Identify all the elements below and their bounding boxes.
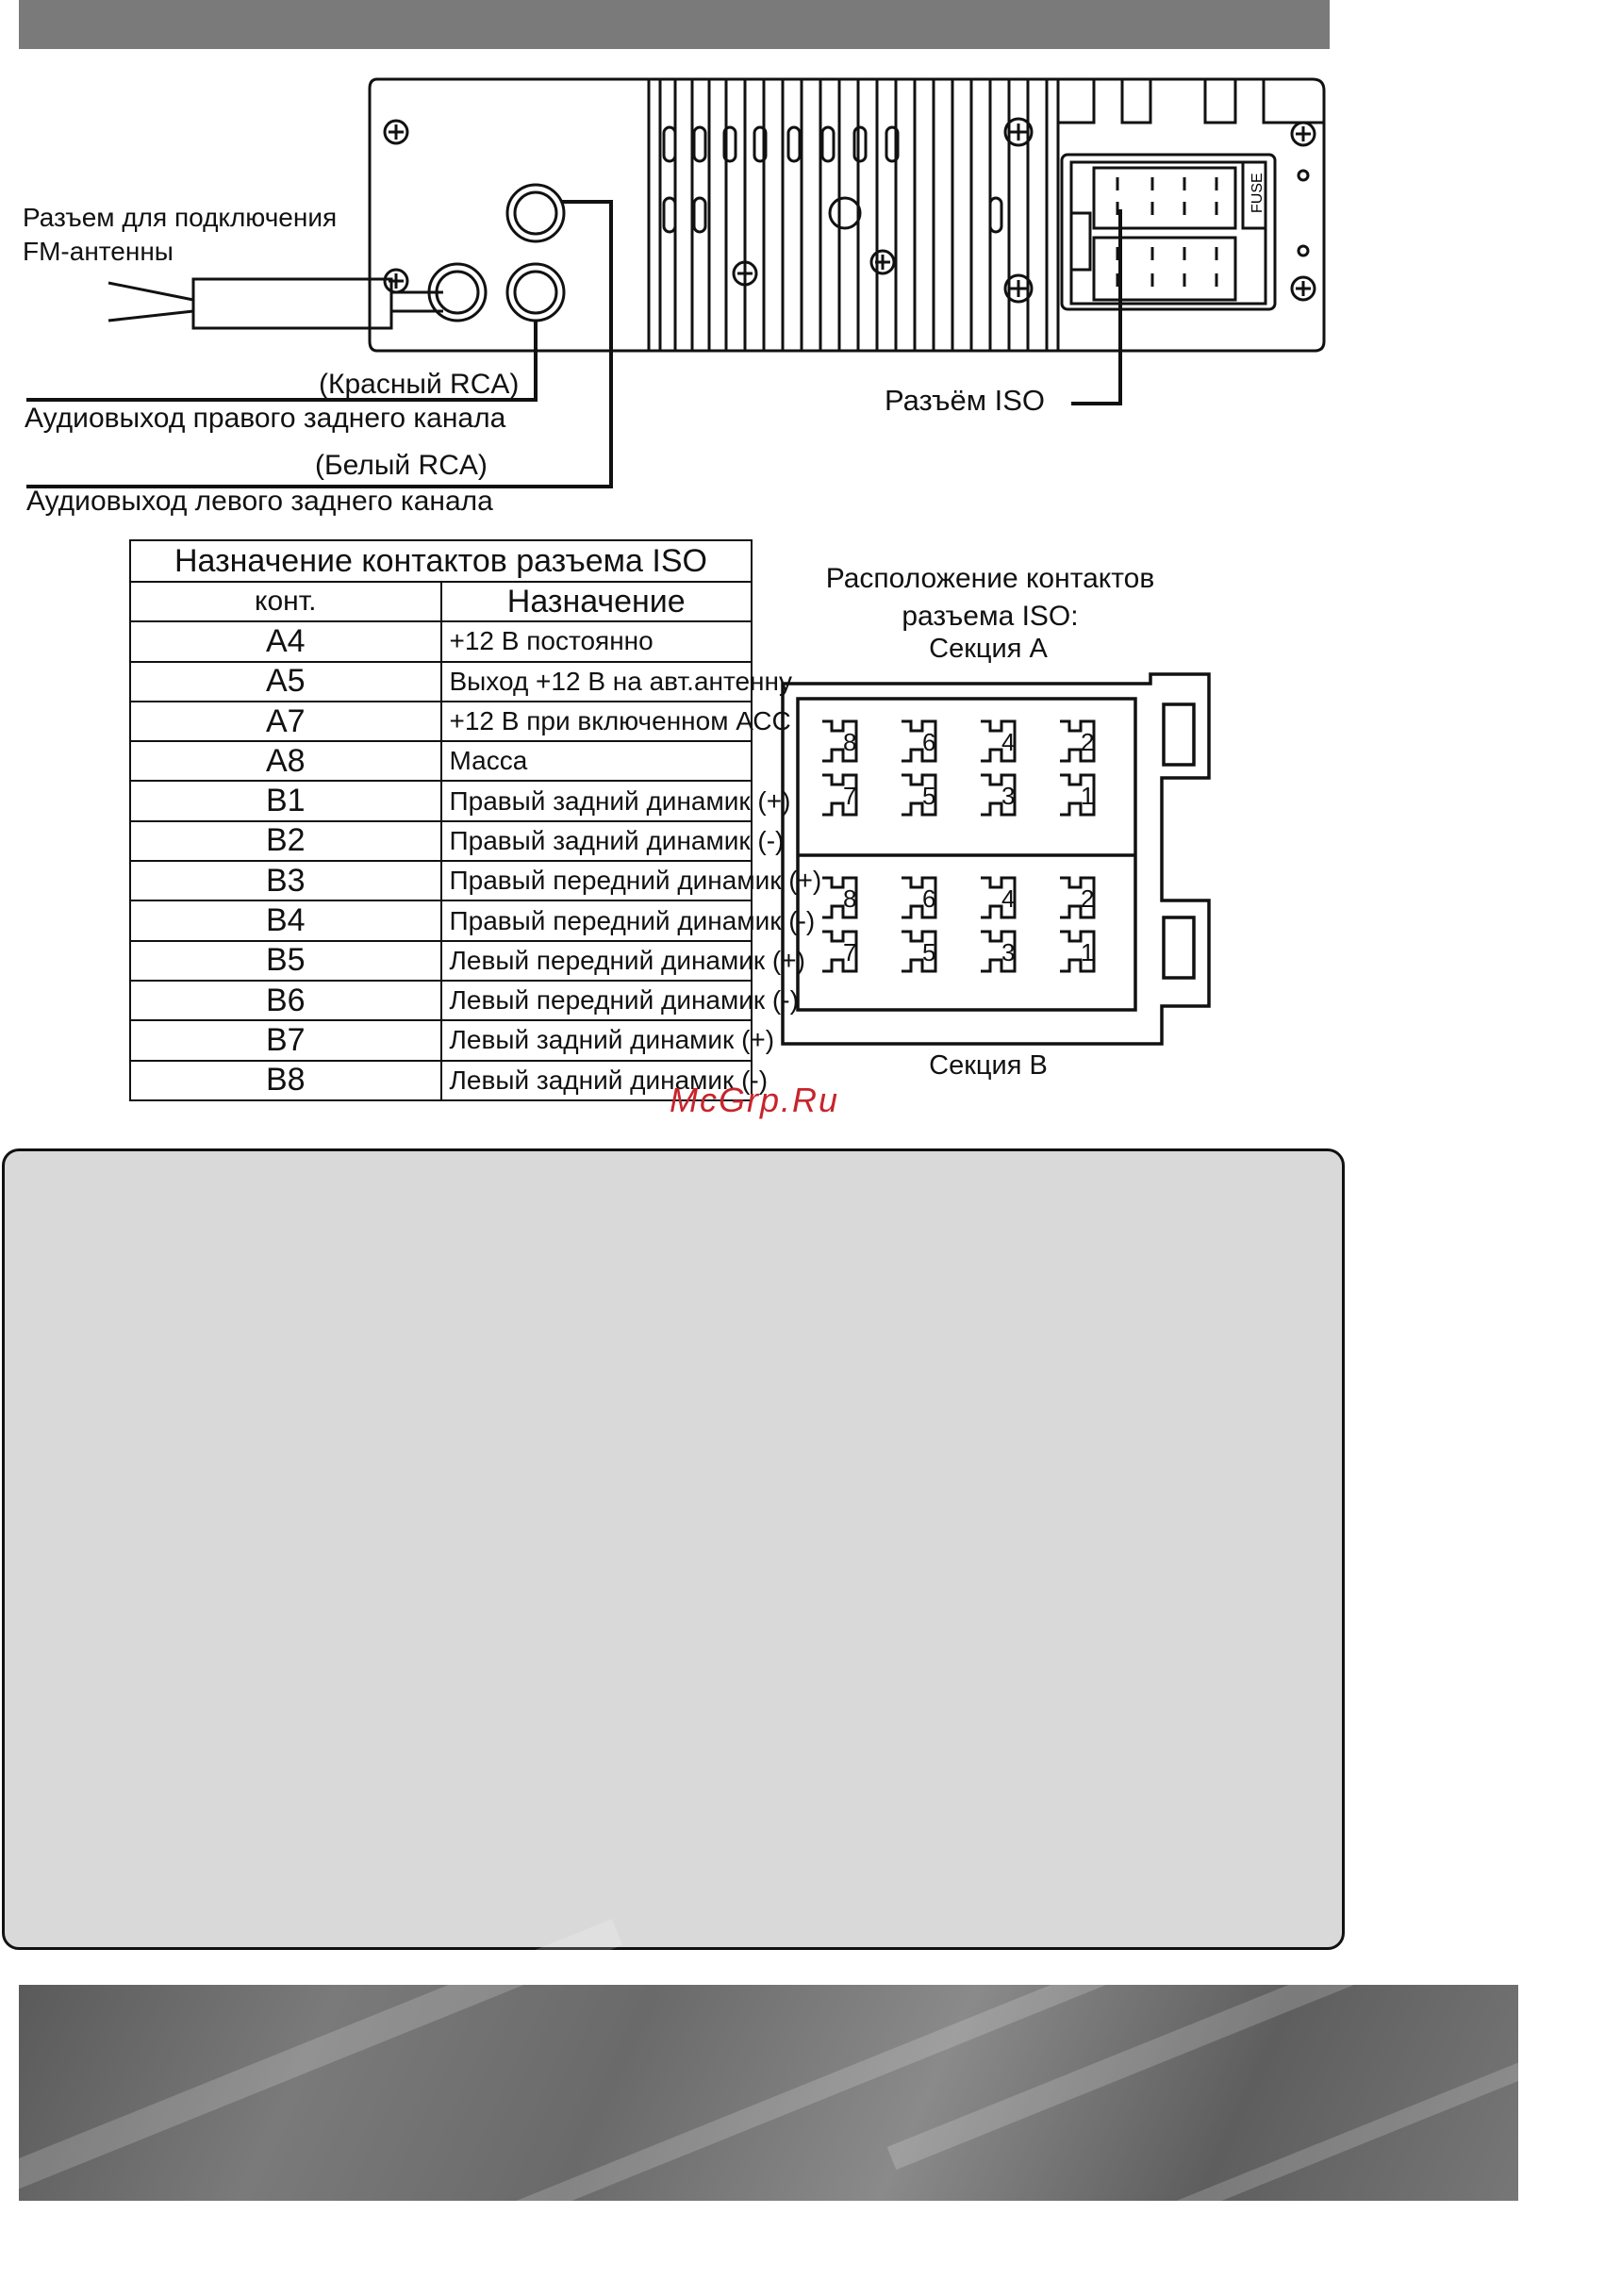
- iso-pin-number: 8: [843, 728, 856, 756]
- table-caption: Назначение контактов разъема ISO: [129, 539, 753, 583]
- iso-pin: 5: [902, 773, 937, 817]
- iso-pin-number: 6: [922, 728, 935, 756]
- iso-pin: 6: [902, 719, 937, 763]
- function-cell: Масса: [439, 740, 753, 783]
- function-cell: Левый передний динамик (-): [439, 979, 799, 1022]
- pin-cell: B8: [129, 1059, 442, 1101]
- iso-connector-label: Разъём ISO: [885, 384, 1046, 417]
- iso-pin-number: 7: [843, 782, 856, 810]
- decorative-photo-strip: [0, 1899, 1605, 2296]
- function-cell: +12 В при включенном АСС: [439, 700, 791, 743]
- iso-layout-title: Расположение контактов разъема ISO:: [792, 560, 1188, 636]
- table-row: A4+12 В постоянно: [129, 620, 753, 663]
- table-row: A7+12 В при включенном АСС: [129, 700, 791, 743]
- iso-pin: 8: [822, 719, 858, 763]
- iso-pin-number: 3: [1001, 938, 1015, 966]
- section-b-label: Секция В: [929, 1050, 1048, 1081]
- content-panel: [2, 1148, 1345, 1950]
- iso-pin: 3: [981, 773, 1017, 817]
- col-header-function: Назначение: [439, 580, 753, 623]
- iso-layout-title-line1: Расположение контактов: [825, 563, 1155, 594]
- pin-cell: B2: [129, 819, 442, 863]
- watermark: McGrp.Ru: [670, 1081, 840, 1119]
- iso-pin: 4: [981, 719, 1017, 763]
- iso-pin-number: 7: [843, 938, 856, 966]
- iso-layout-title-line2: разъема ISO:: [902, 601, 1079, 632]
- iso-pin-number: 3: [1001, 782, 1015, 810]
- iso-pin-number: 5: [922, 782, 935, 810]
- right-rear-out-label: Аудиовыход правого заднего канала: [25, 403, 506, 434]
- function-cell: Выход +12 В на авт.антенну: [439, 660, 792, 702]
- white-rca-label: (Белый RCA): [315, 450, 488, 481]
- iso-pin: 2: [1060, 876, 1096, 919]
- iso-pin: 5: [902, 930, 937, 973]
- iso-pin: 4: [981, 876, 1017, 919]
- pin-cell: B5: [129, 939, 442, 982]
- iso-pin-layout-diagram: 8 6 4 2 7 5 3 1 8 6 4 2 7 5 3 1: [781, 672, 1211, 1046]
- function-cell: Левый задний динамик (+): [439, 1019, 774, 1062]
- header-bar: [19, 0, 1330, 49]
- iso-pin: 1: [1060, 930, 1096, 973]
- red-rca-label: (Красный RCA): [319, 369, 520, 400]
- iso-pin-number: 6: [922, 884, 935, 913]
- pin-cell: B4: [129, 900, 442, 942]
- iso-pin-number: 4: [1001, 728, 1015, 756]
- pin-cell: A4: [129, 620, 442, 663]
- iso-pin-number: 4: [1001, 884, 1015, 913]
- function-cell: Правый передний динамик (+): [439, 860, 821, 902]
- iso-pin: 3: [981, 930, 1017, 973]
- pin-cell: A5: [129, 660, 442, 702]
- fm-connector-label-2: FM-антенны: [23, 237, 174, 266]
- rear-panel-diagram: FUSE: [26, 77, 1326, 488]
- section-a-label: Секция А: [929, 634, 1048, 664]
- iso-pin-number: 1: [1081, 782, 1094, 810]
- col-header-contact: конт.: [129, 580, 442, 623]
- iso-pin-number: 2: [1081, 728, 1094, 756]
- function-cell: Правый передний динамик (-): [439, 900, 815, 942]
- pin-cell: B3: [129, 860, 442, 902]
- iso-pin-table: Назначение контактов разъема ISO конт. Н…: [129, 539, 821, 1101]
- function-cell: Левый передний динамик (+): [439, 939, 805, 982]
- fuse-label: FUSE: [1249, 173, 1266, 213]
- pin-cell: B6: [129, 979, 442, 1022]
- iso-pin: 1: [1060, 773, 1096, 817]
- pin-cell: B1: [129, 780, 442, 822]
- function-cell: Правый задний динамик (-): [439, 819, 784, 863]
- iso-pin-number: 8: [843, 884, 856, 913]
- iso-pin: 8: [822, 876, 858, 919]
- pin-cell: B7: [129, 1019, 442, 1062]
- iso-pin: 7: [822, 773, 858, 817]
- iso-pin: 2: [1060, 719, 1096, 763]
- fm-connector-label: Разъем для подключения: [23, 203, 338, 232]
- function-cell: Левый задний динамик (-): [439, 1059, 768, 1101]
- iso-pin-number: 1: [1081, 938, 1094, 966]
- pin-cell: A7: [129, 700, 442, 743]
- iso-pin: 6: [902, 876, 937, 919]
- pin-cell: A8: [129, 740, 442, 783]
- function-cell: Правый задний динамик (+): [439, 780, 790, 822]
- left-rear-out-label: Аудиовыход левого заднего канала: [26, 486, 493, 517]
- iso-pin: 7: [822, 930, 858, 973]
- iso-pin-number: 5: [922, 938, 935, 966]
- iso-pin-number: 2: [1081, 884, 1094, 913]
- function-cell: +12 В постоянно: [439, 620, 753, 663]
